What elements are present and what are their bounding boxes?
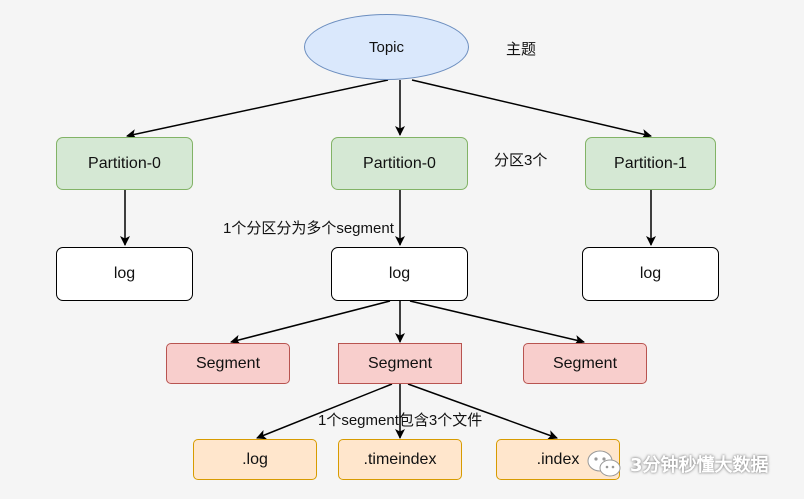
edge-topic-to-left [126, 79, 389, 140]
file-log-node: .log [193, 439, 317, 480]
file-index-node: .index [496, 439, 620, 480]
edge-topic-to-right [411, 79, 652, 139]
segment-right-node: Segment [523, 343, 647, 384]
topic-node: Topic [304, 14, 469, 80]
edge-log-to-seg-left [230, 300, 391, 345]
log-segments-annotation: 1个分区分为多个segment [223, 220, 394, 237]
partition-center-node: Partition-0 [331, 137, 468, 190]
log-left-node: log [56, 247, 193, 301]
edge-log-to-seg-right [409, 300, 585, 345]
topic-annotation: 主题 [506, 41, 537, 58]
segment-center-node: Segment [338, 343, 462, 384]
log-center-node: log [331, 247, 468, 301]
watermark: 3分钟秒懂大数据 [586, 438, 769, 490]
log-right-node: log [582, 247, 719, 301]
watermark-text: 3分钟秒懂大数据 [630, 455, 769, 476]
wechat-icon [587, 450, 621, 477]
partition-left-node: Partition-0 [56, 137, 193, 190]
file-timeindex-node: .timeindex [338, 439, 462, 480]
edge-seg-to-index [407, 383, 558, 440]
edge-seg-to-log [256, 383, 393, 440]
partition-right-node: Partition-1 [585, 137, 716, 190]
segment-files-annotation: 1个segment包含3个文件 [318, 412, 483, 429]
segment-left-node: Segment [166, 343, 290, 384]
partitions-annotation: 分区3个 [494, 152, 548, 169]
